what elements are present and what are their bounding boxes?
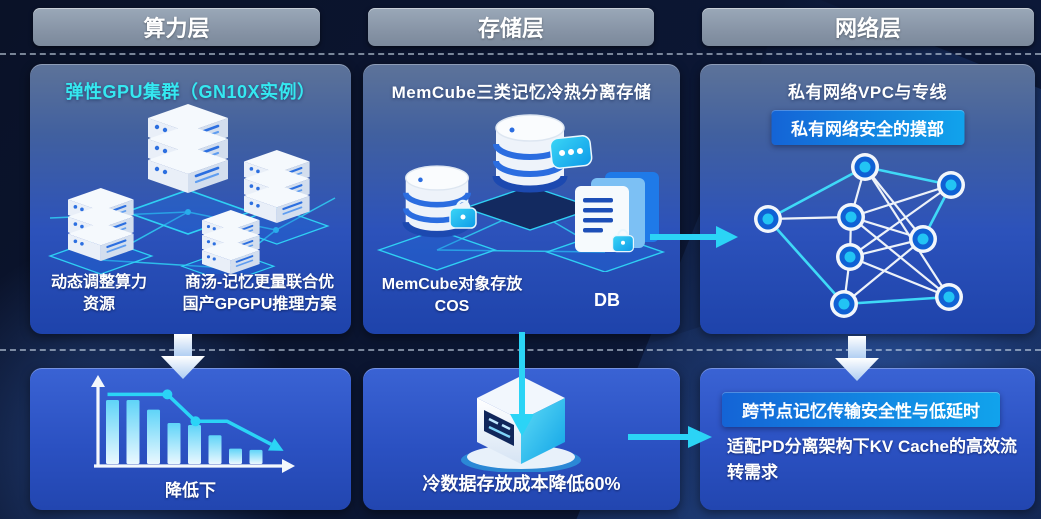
server-cluster-icon bbox=[49, 98, 336, 274]
cold-storage-box-icon bbox=[461, 376, 581, 472]
network-security-banner: 私有网络安全的摸部 bbox=[771, 110, 964, 145]
header-storage-layer: 存储层 bbox=[368, 8, 654, 46]
compute-labels: 动态调整算力 资源 商汤-记忆更量联合优 国产GPGPU推理方案 bbox=[30, 272, 351, 315]
compute-card-title: 弹性GPU集群（GN10X实例） bbox=[65, 82, 316, 102]
declining-bar-chart-icon bbox=[91, 375, 295, 473]
network-card-title: 私有网络VPC与专线 bbox=[788, 83, 947, 102]
kv-security-banner: 跨节点记忆传输安全性与低延时 bbox=[722, 392, 1000, 427]
header-storage-label: 存储层 bbox=[477, 16, 544, 41]
cold-storage-card: 冷数据存放成本降低60% bbox=[363, 368, 680, 510]
cold-storage-label: 冷数据存放成本降低60% bbox=[422, 474, 621, 494]
compute-result-card: 降低下 bbox=[30, 368, 351, 510]
compute-card: 弹性GPU集群（GN10X实例） bbox=[30, 64, 351, 334]
header-network-label: 网络层 bbox=[834, 16, 901, 41]
decline-chart-label: 降低下 bbox=[165, 481, 216, 500]
header-compute-layer: 算力层 bbox=[33, 8, 320, 46]
compute-label-dynamic: 动态调整算力 资源 bbox=[51, 274, 148, 313]
dashed-separator-top bbox=[0, 53, 1041, 55]
header-compute-label: 算力层 bbox=[143, 16, 210, 41]
chat-bubble bbox=[549, 135, 593, 169]
kv-cache-text: 适配PD分离架构下KV Cache的高效流转需求 bbox=[727, 437, 1017, 483]
storage-card-title: MemCube三类记忆冷热分离存储 bbox=[391, 83, 652, 102]
mesh-network-icon bbox=[754, 153, 965, 318]
compute-label-gpgpu: 商汤-记忆更量联合优 国产GPGPU推理方案 bbox=[182, 274, 337, 313]
dashed-separator-middle bbox=[0, 349, 1041, 351]
storage-card: MemCube三类记忆冷热分离存储 bbox=[363, 64, 680, 334]
header-network-layer: 网络层 bbox=[702, 8, 1034, 46]
kv-cache-card: 跨节点记忆传输安全性与低延时 适配PD分离架构下KV Cache的高效流转需求 bbox=[700, 368, 1035, 510]
storage-db-label: DB bbox=[594, 290, 620, 310]
storage-illustration bbox=[376, 100, 666, 272]
network-card: 私有网络VPC与专线 私有网络安全的摸部 bbox=[700, 64, 1035, 334]
storage-cos-label: MemCube对象存放 COS bbox=[381, 276, 523, 315]
